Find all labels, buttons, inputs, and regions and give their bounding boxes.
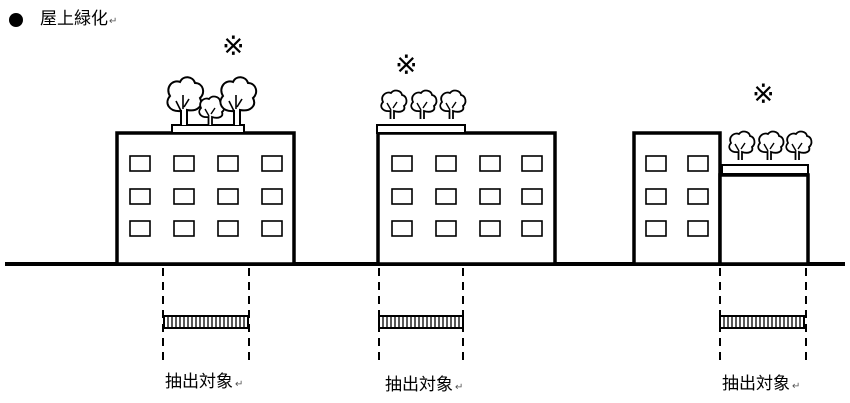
diagram-title: 屋上緑化↵ (40, 8, 117, 33)
return-mark-icon: ↵ (792, 381, 801, 392)
return-mark-icon: ↵ (455, 382, 464, 393)
caption-2-text: 抽出対象 (385, 375, 453, 395)
building-3 (632, 130, 813, 362)
title-bullet-icon (9, 13, 23, 27)
note-mark-3: ※ (752, 79, 775, 110)
caption-1: 抽出対象↵ (165, 371, 243, 396)
roof-trees (166, 76, 258, 126)
roof-planter (721, 164, 809, 175)
roof-planter (376, 124, 466, 134)
diagram-title-text: 屋上緑化 (40, 9, 108, 29)
roof-trees (728, 130, 813, 161)
caption-1-text: 抽出対象 (165, 372, 233, 392)
caption-2: 抽出対象↵ (385, 374, 463, 399)
return-mark-icon: ↵ (109, 16, 118, 27)
roof-planter (171, 124, 245, 134)
return-mark-icon: ↵ (235, 379, 244, 390)
note-mark-1: ※ (222, 31, 245, 62)
building-1 (115, 76, 296, 362)
caption-3-text: 抽出対象 (722, 374, 790, 394)
note-mark-2: ※ (395, 50, 418, 81)
roof-trees (380, 89, 467, 120)
building-2 (376, 89, 557, 362)
caption-3: 抽出対象↵ (722, 373, 800, 398)
